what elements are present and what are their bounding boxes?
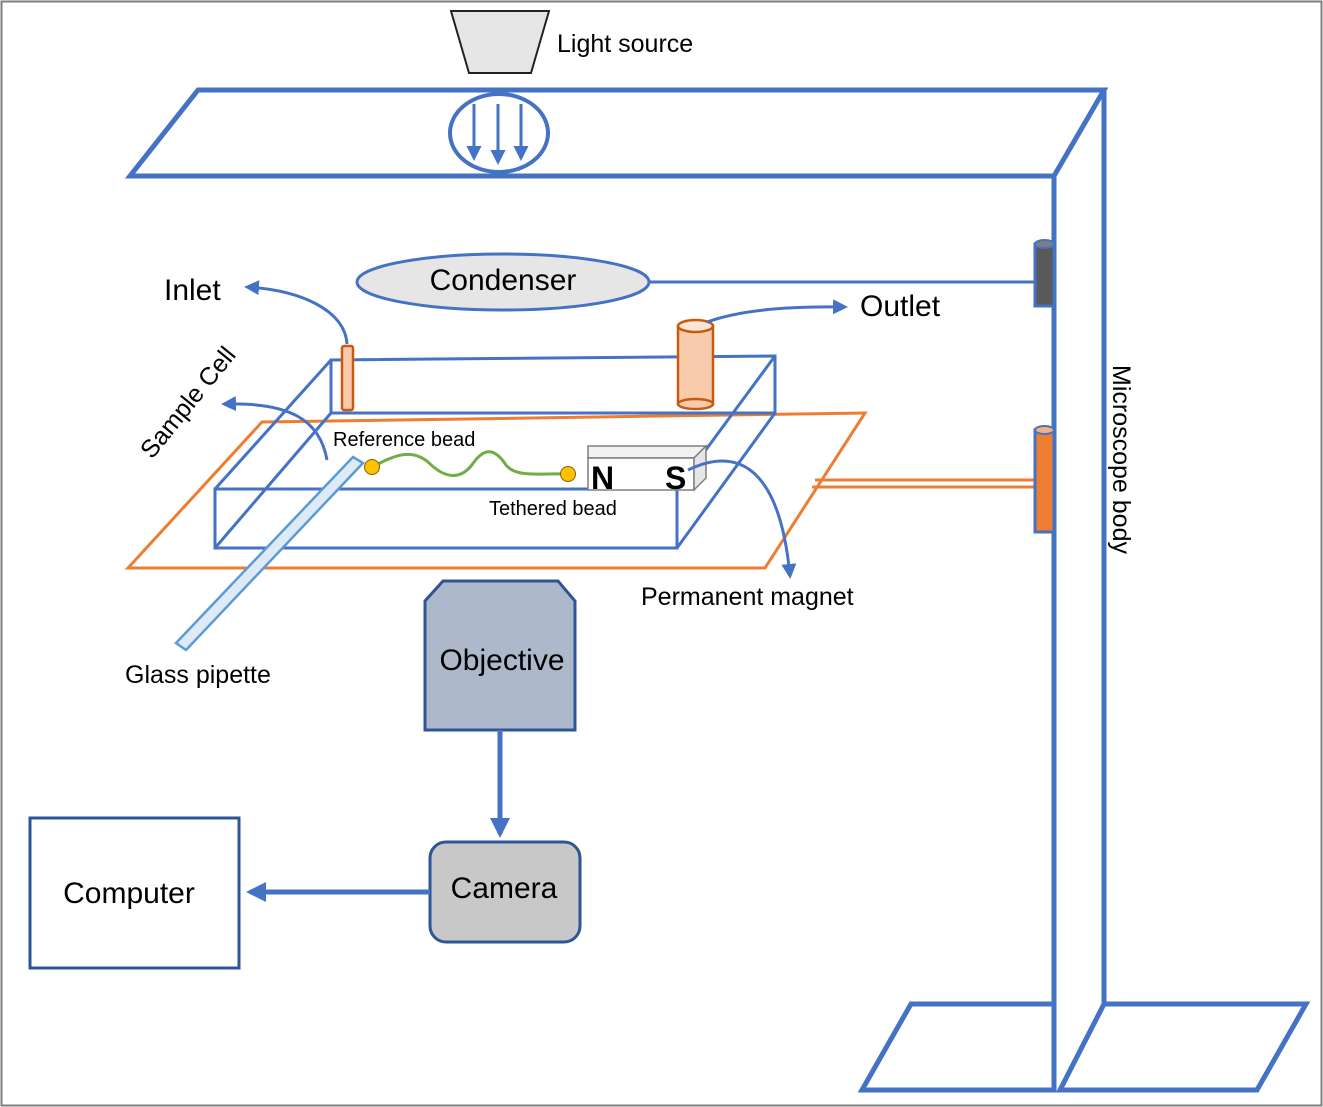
permanent-magnet — [587, 444, 708, 492]
reference-bead-label: Reference bead — [333, 429, 475, 451]
magnet-north-label: N — [591, 460, 614, 496]
permanent-magnet-label: Permanent magnet — [641, 583, 854, 611]
inlet-arrow — [244, 280, 349, 345]
dna-tether — [371, 450, 567, 477]
stage-clamp — [1033, 425, 1056, 534]
sample-cell-arrow — [221, 396, 329, 461]
inlet-label: Inlet — [164, 274, 221, 307]
camera-label: Camera — [451, 872, 558, 905]
computer-label: Computer — [63, 877, 195, 910]
computer — [28, 816, 241, 970]
microscope-stage — [124, 411, 868, 570]
permanent-magnet-arrow — [687, 459, 797, 579]
inlet-tube — [340, 344, 355, 412]
outlet-label: Outlet — [860, 290, 941, 323]
glass-pipette-label: Glass pipette — [125, 661, 271, 689]
condenser-label: Condenser — [430, 264, 577, 297]
objective-label: Objective — [439, 644, 564, 677]
magnet-south-label: S — [665, 460, 686, 496]
reference-bead — [364, 459, 380, 475]
tethered-bead-label: Tethered bead — [489, 498, 617, 520]
light-beam — [448, 92, 550, 174]
microscope-body-label: Microscope body — [1107, 365, 1135, 554]
microscope-base-left — [857, 1001, 1057, 1093]
objective — [423, 579, 577, 732]
microscope-top-arm — [124, 87, 1109, 179]
outlet-arrow — [706, 299, 848, 324]
glass-pipette — [174, 455, 365, 652]
condenser-clamp — [1033, 239, 1056, 308]
light-source-lamp — [449, 10, 551, 74]
outlet-tube — [676, 318, 715, 411]
tethered-bead — [560, 466, 576, 482]
microscope-base-right — [1055, 1001, 1311, 1093]
light-source-label: Light source — [557, 30, 693, 58]
